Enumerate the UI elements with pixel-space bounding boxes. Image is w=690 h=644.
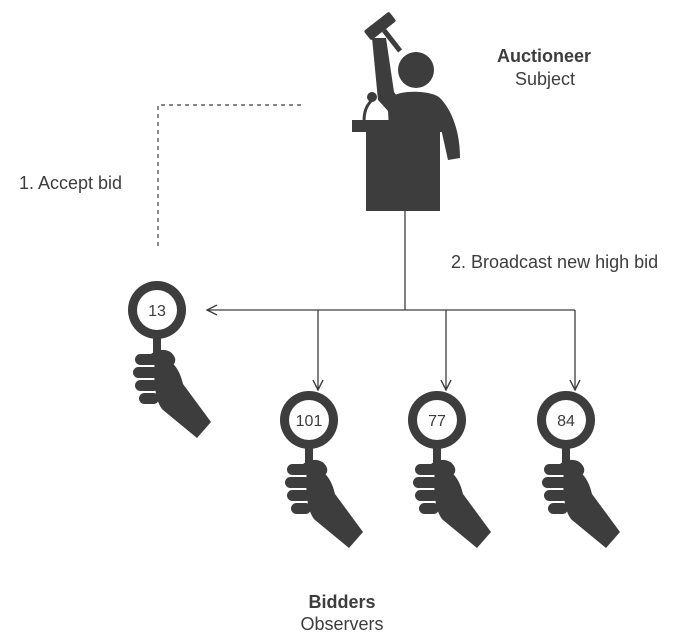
bidder-paddle-84: 84: [537, 391, 620, 548]
step-accept-label: 1. Accept bid: [19, 173, 123, 193]
step-broadcast-label: 2. Broadcast new high bid: [451, 252, 659, 272]
paddle-number: 84: [557, 413, 575, 430]
bidder-paddle-13: 13: [128, 281, 211, 438]
accept-bid-connector: [157, 104, 305, 246]
broadcast-connectors: [207, 211, 575, 390]
bidder-paddle-77: 77: [408, 391, 491, 548]
auctioneer-subtitle: Subject: [515, 69, 576, 89]
paddle-number: 13: [148, 303, 166, 320]
bidder-paddle-101: 101: [280, 391, 363, 548]
auctioneer-icon: [352, 12, 460, 211]
paddle-number: 101: [296, 413, 323, 430]
bidders-subtitle: Observers: [300, 614, 384, 634]
paddle-number: 77: [428, 413, 446, 430]
auctioneer-title: Auctioneer: [497, 46, 592, 66]
bidders-title: Bidders: [308, 592, 376, 612]
